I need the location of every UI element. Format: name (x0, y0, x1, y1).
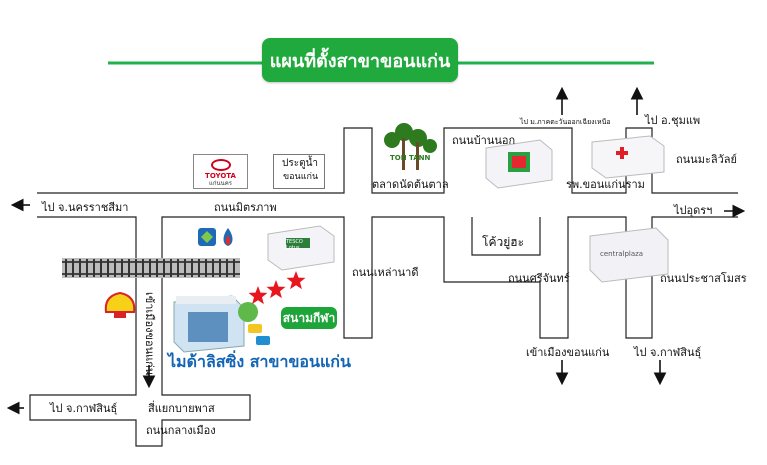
label-hospital: รพ.ขอนแก่นราม (566, 178, 645, 191)
label-central-plaza: centralplaza (600, 250, 644, 258)
stadium-label: สนามกีฬา (281, 307, 337, 329)
label-pratu-nam: ประตูน้ำ (282, 158, 319, 169)
toyota-dealer: TOYOTA แก่นนคร (193, 154, 248, 189)
label-tesco: TESCO Lotus (286, 239, 303, 251)
label-prachasamosorn: ถนนประชาสโมสร (660, 272, 747, 285)
label-lao-na-di: ถนนเหล่านาดี (352, 266, 419, 279)
direction-arrows (6, 86, 746, 415)
location-star-icon (266, 280, 286, 299)
location-stars (248, 271, 306, 305)
location-star-icon (248, 286, 268, 305)
label-pratu-nam-2: ขอนแก่น (283, 172, 319, 182)
roads (29, 127, 738, 447)
label-kosa: โค้วยู่ฮะ (482, 235, 525, 249)
bangchak-icon (198, 228, 216, 246)
toyota-name: แก่นนคร (209, 180, 232, 187)
railway (62, 258, 240, 278)
palm-trees-icon (384, 123, 437, 170)
label-into-city-left: เข้าเมืองขอนแก่น (143, 292, 156, 376)
building-mida-branch (173, 295, 270, 353)
map-title: แผนที่ตั้งสาขาขอนแก่น (262, 38, 458, 82)
building-central (589, 227, 669, 283)
label-ton-tann: ตลาดนัดต้นตาล (372, 178, 449, 191)
label-to-korat: ไป จ.นครราชสีมา (42, 201, 129, 214)
location-star-icon (286, 271, 306, 290)
toyota-brand: TOYOTA (205, 172, 236, 180)
label-si-chan: ถนนศรีจันทร์ (508, 272, 570, 285)
label-ban-nok: ถนนบ้านนอก (452, 134, 516, 147)
pratu-nam-box (273, 154, 325, 189)
ptt-icon (223, 228, 233, 246)
shell-icon (104, 291, 136, 318)
label-bypass-junction: สี่แยกบายพาส (148, 402, 215, 415)
label-to-udon: ไปอุดรฯ (674, 204, 713, 217)
branch-label: ไมด้าลิสซิ่ง สาขาขอนแก่น (168, 352, 351, 371)
label-into-city-center: เข้าเมืองขอนแก่น (526, 346, 610, 359)
building-ban-nok (485, 139, 553, 189)
label-to-kalasin-left: ไป จ.กาฬสินธุ์ (50, 402, 118, 415)
toyota-logo-icon (210, 159, 231, 171)
ton-tann-logo: TON TANN (390, 154, 431, 162)
label-klang-muang: ถนนกลางเมือง (146, 424, 216, 437)
label-mittraphap: ถนนมิตรภาพ (214, 201, 277, 214)
label-to-uni: ไป ม.ภาคตะวันออกเฉียงเหนือ (520, 118, 611, 126)
building-hospital (591, 135, 665, 179)
hospital-cross-icon (616, 147, 628, 159)
building-tesco (267, 225, 335, 271)
label-mali-wan: ถนนมะลิวัลย์ (676, 153, 737, 166)
label-to-kalasin-right: ไป จ.กาฬสินธุ์ (634, 346, 702, 359)
label-to-chumphae: ไป อ.ชุมแพ (645, 114, 701, 127)
